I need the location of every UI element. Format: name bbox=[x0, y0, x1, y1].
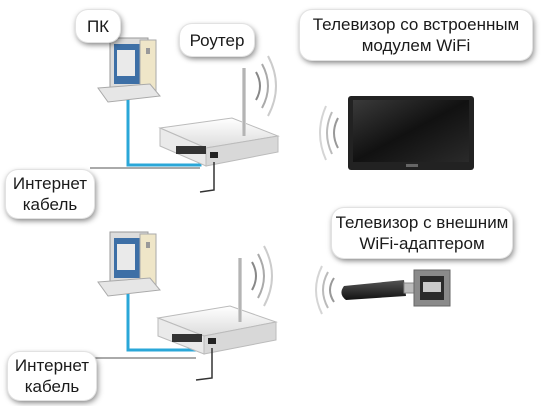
tv-external-label-line1: Телевизор с внешним bbox=[335, 213, 509, 232]
router-label-top: Роутер bbox=[180, 24, 254, 56]
internet-cable-wire-bottom bbox=[195, 348, 213, 381]
pc-top bbox=[97, 37, 161, 103]
wifi-adapter bbox=[315, 265, 417, 315]
internet-cable-label-bottom: Интернет кабель bbox=[8, 352, 96, 400]
usb-port bbox=[413, 269, 451, 307]
internet-cable-label-bottom-line2: кабель bbox=[24, 377, 80, 396]
internet-cable-label-top-line2: кабель bbox=[22, 195, 78, 214]
pc-label-top: ПК bbox=[76, 10, 120, 42]
router-bottom bbox=[156, 245, 278, 355]
pc-label-text: ПК bbox=[86, 16, 110, 36]
tv-builtin-label: Телевизор со встроенным модулем WiFi bbox=[300, 10, 532, 60]
internet-cable-label-top: Интернет кабель bbox=[6, 170, 94, 218]
tv-builtin-label-line1: Телевизор со встроенным bbox=[312, 15, 520, 34]
router-label-text: Роутер bbox=[189, 30, 245, 50]
internet-cable-wire-top bbox=[199, 162, 215, 193]
internet-cable-label-top-line1: Интернет bbox=[12, 174, 88, 193]
internet-cable-label-bottom-line1: Интернет bbox=[14, 356, 90, 375]
tv-external-label-line2: WiFi-адаптером bbox=[359, 234, 485, 253]
tv-external-label: Телевизор с внешним WiFi-адаптером bbox=[332, 208, 512, 258]
pc-bottom bbox=[97, 231, 161, 297]
tv-builtin-label-line2: модулем WiFi bbox=[361, 36, 471, 55]
router-top bbox=[158, 55, 280, 167]
tv-builtin-wifi bbox=[319, 96, 474, 170]
